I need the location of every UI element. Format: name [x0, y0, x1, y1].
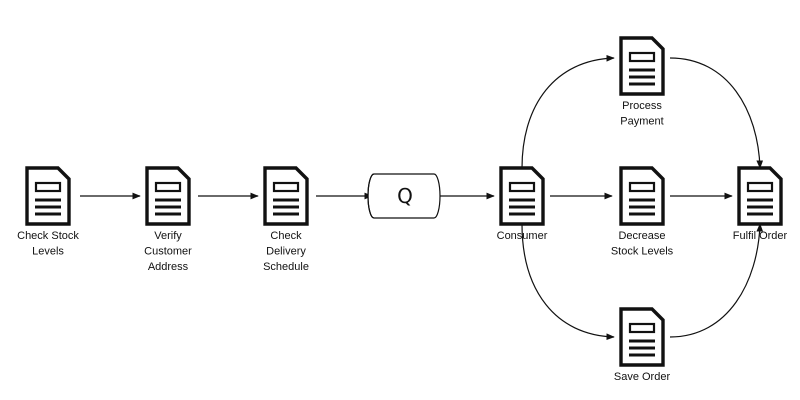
nodes: Check StockLevelsVerifyCustomerAddressCh…	[17, 36, 788, 383]
document-icon	[499, 166, 545, 226]
document-icon	[619, 307, 665, 367]
edge-consumer-to-save-order	[521, 223, 615, 341]
document-icon	[737, 166, 783, 226]
node-save-order: Save Order	[614, 307, 671, 383]
node-label-line: Process	[622, 100, 662, 112]
node-label-line: Address	[148, 261, 189, 273]
node-fulfil-order: Fulfil Order	[733, 166, 788, 242]
node-label-line: Decrease	[618, 230, 665, 242]
node-label-line: Payment	[620, 116, 663, 128]
node-label-line: Levels	[32, 246, 64, 258]
node-label-line: Fulfil Order	[733, 230, 788, 242]
node-label-line: Schedule	[263, 261, 309, 273]
document-icon	[145, 166, 191, 226]
node-label-line: Delivery	[266, 246, 306, 258]
node-label-line: Save Order	[614, 371, 671, 383]
node-label-line: Stock Levels	[611, 246, 674, 258]
edge-save-order-to-fulfil-order	[669, 223, 764, 338]
node-queue: Q	[367, 173, 441, 219]
edges	[80, 54, 764, 341]
edge-process-payment-to-fulfil-order	[669, 57, 764, 169]
queue-label: Q	[397, 184, 413, 208]
edge-consumer-to-process-payment	[521, 54, 615, 169]
queue-icon	[367, 173, 441, 219]
node-label-line: Verify	[154, 230, 182, 242]
node-label-line: Check Stock	[17, 230, 79, 242]
document-icon	[619, 166, 665, 226]
document-icon	[25, 166, 71, 226]
document-icon	[263, 166, 309, 226]
node-label-line: Check	[270, 230, 302, 242]
node-label-line: Consumer	[497, 230, 548, 242]
node-consumer: Consumer	[497, 166, 548, 242]
node-label-line: Customer	[144, 246, 192, 258]
document-icon	[619, 36, 665, 96]
